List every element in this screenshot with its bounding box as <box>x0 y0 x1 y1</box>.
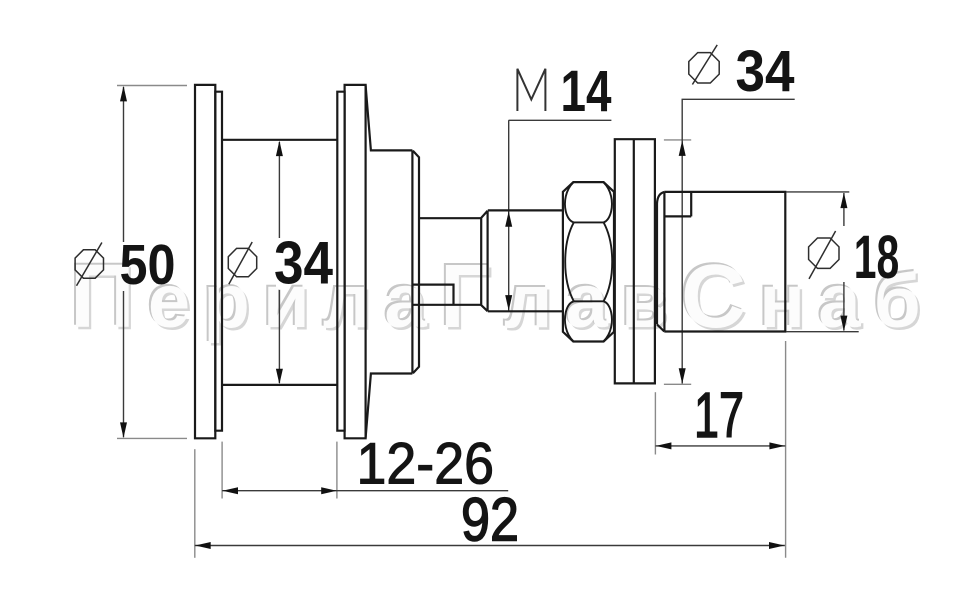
svg-text:92: 92 <box>461 486 519 555</box>
svg-text:34: 34 <box>736 39 795 104</box>
svg-text:14: 14 <box>561 59 612 124</box>
svg-text:18: 18 <box>854 223 900 291</box>
svg-text:ПерилаГлавСнаб: ПерилаГлавСнаб <box>68 245 932 345</box>
svg-text:12-26: 12-26 <box>357 431 495 496</box>
svg-text:50: 50 <box>120 233 176 297</box>
svg-text:ПерилаГлавСнаб: ПерилаГлавСнаб <box>72 249 936 349</box>
svg-text:34: 34 <box>274 229 333 297</box>
svg-text:17: 17 <box>694 379 744 451</box>
